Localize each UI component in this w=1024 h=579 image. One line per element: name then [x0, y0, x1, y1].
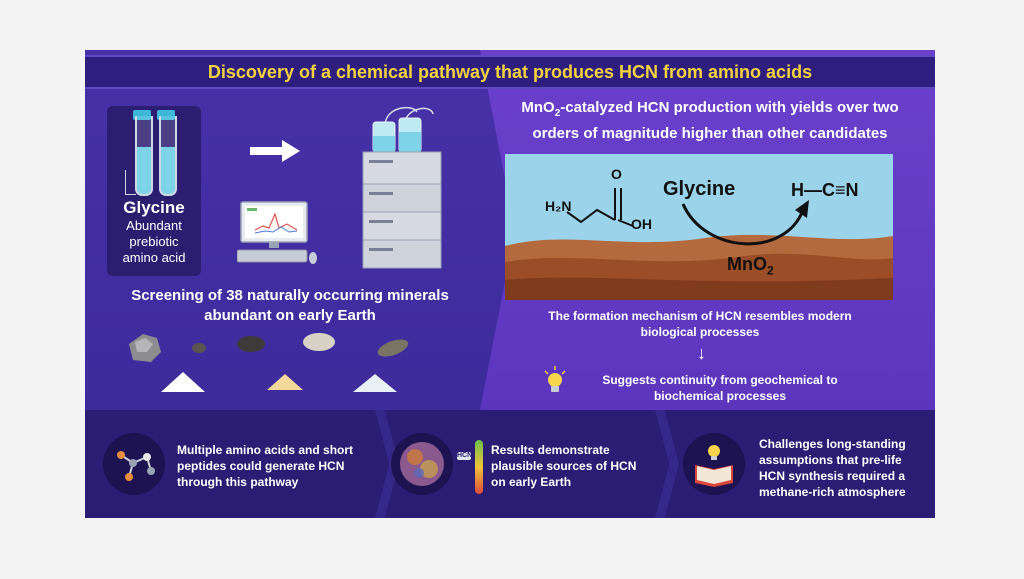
- mechanism-text: The formation mechanism of HCN resembles…: [548, 309, 852, 339]
- lightbulb-icon: [544, 366, 566, 392]
- heading-formula: MnO: [521, 99, 555, 116]
- hcn-badge: HCN: [457, 452, 473, 459]
- screening-text: Screening of 38 naturally occurring mine…: [131, 287, 449, 324]
- glycine-label: Glycine: [123, 198, 185, 217]
- molecule-icon: [117, 451, 155, 481]
- catalyst-label: MnO2: [727, 254, 774, 278]
- hplc-instrument-icon: [362, 106, 442, 269]
- heading-subscript: 2: [554, 108, 561, 119]
- planet-circle: [391, 433, 453, 495]
- reactant-name: Glycine: [663, 178, 736, 200]
- hydroxyl-label: OH: [631, 216, 652, 232]
- book-circle: [683, 433, 745, 495]
- page-title: Discovery of a chemical pathway that pro…: [207, 62, 813, 82]
- thermometer-icon: [457, 440, 483, 494]
- amine-label: H₂N: [545, 198, 572, 214]
- earth-landscape: [505, 188, 893, 300]
- catalysis-heading: MnO2-catalyzed HCN production with yield…: [505, 98, 915, 144]
- suggest-text: Suggests continuity from geochemical to …: [602, 373, 838, 403]
- planet-icon: [400, 442, 444, 486]
- mineral-rocks-icon: [129, 333, 409, 392]
- reaction-scene: H₂N O OH Glycine H—C≡N MnO2: [505, 154, 893, 300]
- glycine-description: Abundant prebiotic amino acid: [122, 218, 186, 265]
- down-arrow-icon: ↓: [697, 343, 706, 363]
- bottom-item-2: Results demonstrate plausible sources of…: [491, 443, 637, 489]
- infographic-panel: Discovery of a chemical pathway that pro…: [85, 50, 935, 518]
- bottom-bar: [85, 410, 935, 518]
- bottom-item-1: Multiple amino acids and short peptides …: [177, 443, 354, 489]
- computer-icon: [237, 201, 317, 264]
- product-label: H—C≡N: [791, 180, 859, 200]
- carbonyl-label: O: [611, 166, 622, 182]
- heading-text: -catalyzed HCN production with yields ov…: [532, 99, 899, 142]
- bottom-item-3: Challenges long-standing assumptions tha…: [759, 437, 906, 499]
- glycine-card: Glycine Abundant prebiotic amino acid: [107, 106, 201, 276]
- arrow-right-icon: [250, 140, 300, 162]
- book-icon: [695, 445, 733, 487]
- catalyst-formula: MnO: [727, 254, 767, 274]
- catalyst-subscript: 2: [767, 263, 774, 278]
- test-tube-icon: [125, 110, 177, 198]
- molecule-circle: [103, 433, 165, 495]
- title-bar: Discovery of a chemical pathway that pro…: [85, 55, 935, 89]
